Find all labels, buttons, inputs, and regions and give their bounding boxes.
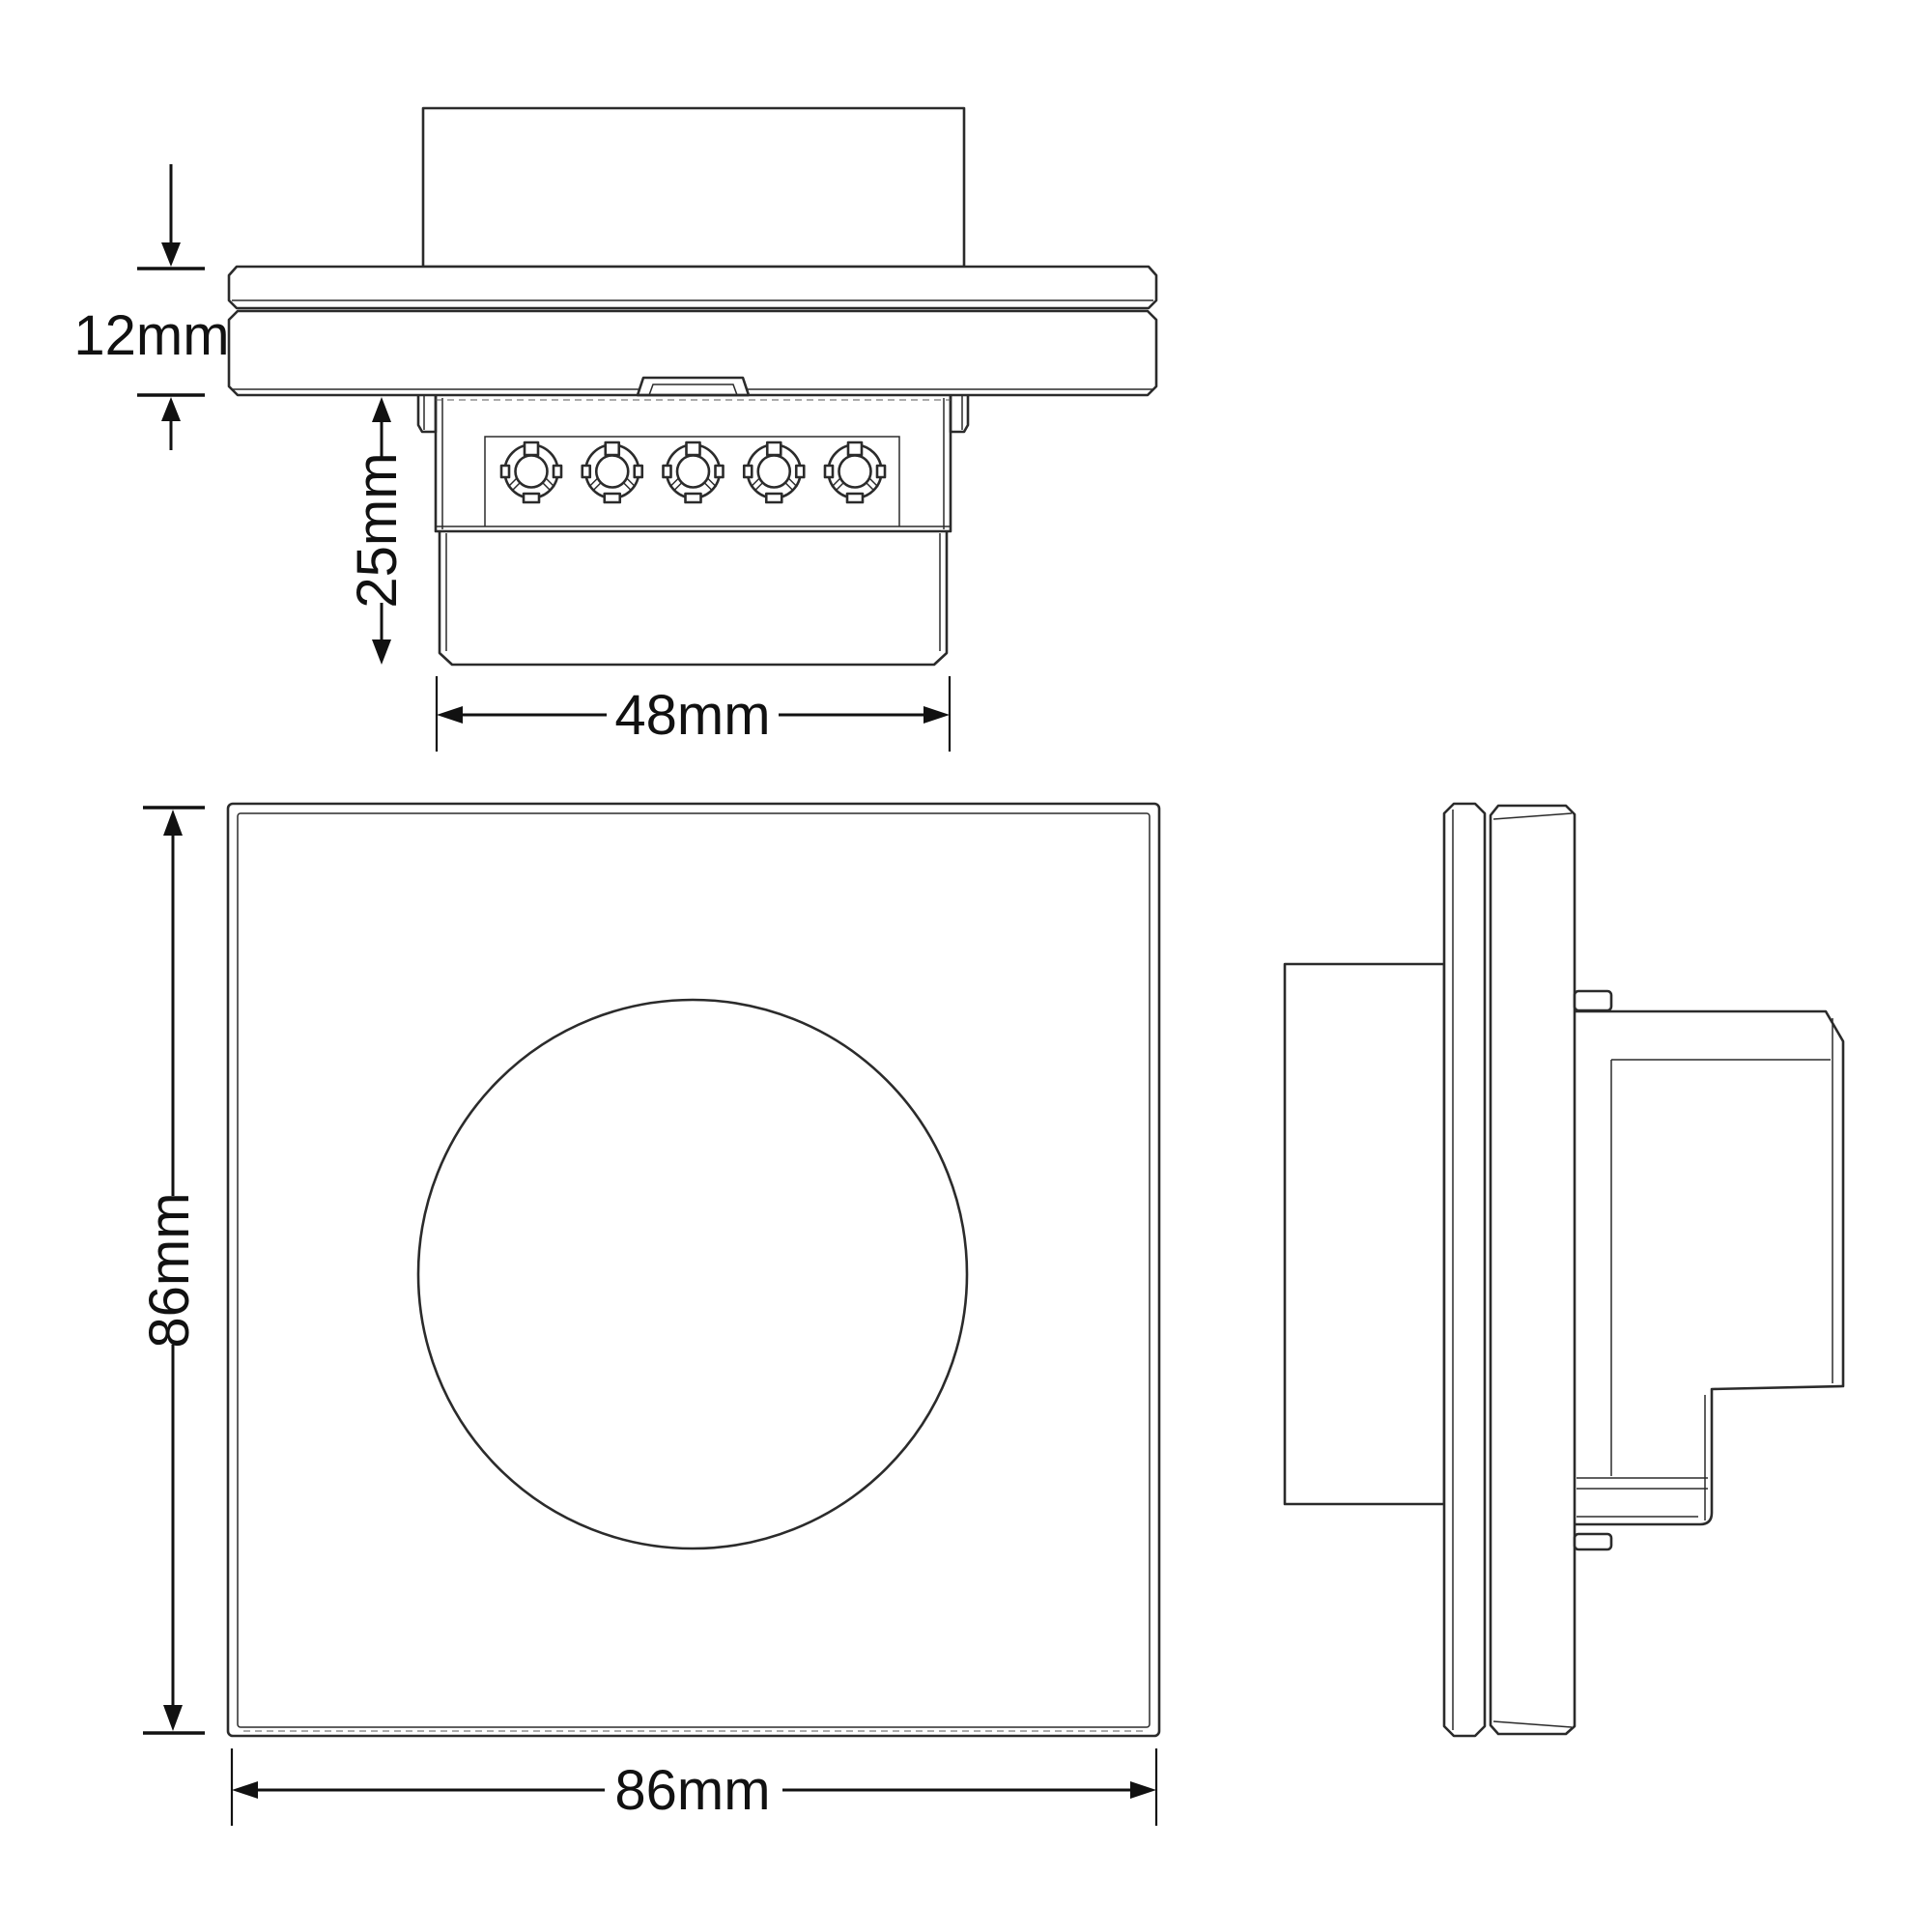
mounting-box-upper-section bbox=[434, 396, 952, 533]
terminal-block-face bbox=[484, 436, 900, 526]
faceplate-frame-strip bbox=[227, 265, 1158, 310]
mounting-lug-right bbox=[949, 396, 970, 434]
wall-box-side bbox=[1575, 1009, 1845, 1526]
faceplate-edge-profile bbox=[227, 265, 1158, 397]
front-view: 86mm 86mm bbox=[138, 802, 1161, 1826]
dimension-mount-width: 48mm bbox=[435, 676, 952, 752]
top-view: 12mm 25mm 48mm bbox=[73, 106, 1158, 752]
side-view bbox=[1283, 802, 1845, 1738]
mount-width-label: 48mm bbox=[614, 684, 770, 747]
faceplate-width-label: 86mm bbox=[614, 1759, 770, 1822]
terminal-screw-5 bbox=[823, 440, 887, 504]
retaining-clip bbox=[636, 376, 751, 397]
mounting-lug-left bbox=[416, 396, 438, 434]
rotary-knob-top-profile bbox=[421, 106, 966, 269]
glass-panel-strip bbox=[227, 309, 1158, 397]
dimension-plate-thickness: 12mm bbox=[73, 164, 230, 450]
rotary-knob-side-profile bbox=[1283, 962, 1446, 1506]
glass-panel-side bbox=[1442, 802, 1487, 1738]
terminal-screws bbox=[499, 440, 887, 504]
terminal-screw-4 bbox=[742, 440, 806, 504]
terminal-screw-1 bbox=[499, 440, 563, 504]
terminal-screw-3 bbox=[662, 440, 724, 504]
frame-panel-side bbox=[1489, 804, 1577, 1736]
mounting-box-lower-section bbox=[438, 531, 949, 667]
mounting-pin-bottom bbox=[1573, 1532, 1613, 1551]
faceplate-height-label: 86mm bbox=[138, 1192, 201, 1348]
dimension-faceplate-height: 86mm bbox=[138, 806, 205, 1735]
plate-thickness-label: 12mm bbox=[73, 304, 229, 367]
dimmer-knob-front bbox=[416, 998, 969, 1550]
dimension-faceplate-width: 86mm bbox=[230, 1748, 1158, 1826]
mounting-pin-top bbox=[1573, 989, 1613, 1012]
dimension-mount-depth: 25mm bbox=[346, 397, 409, 665]
mount-depth-label: 25mm bbox=[346, 452, 409, 608]
terminal-screw-2 bbox=[581, 440, 644, 504]
faceplate-front bbox=[226, 802, 1161, 1738]
faceplate-bevel-inner bbox=[237, 812, 1151, 1728]
